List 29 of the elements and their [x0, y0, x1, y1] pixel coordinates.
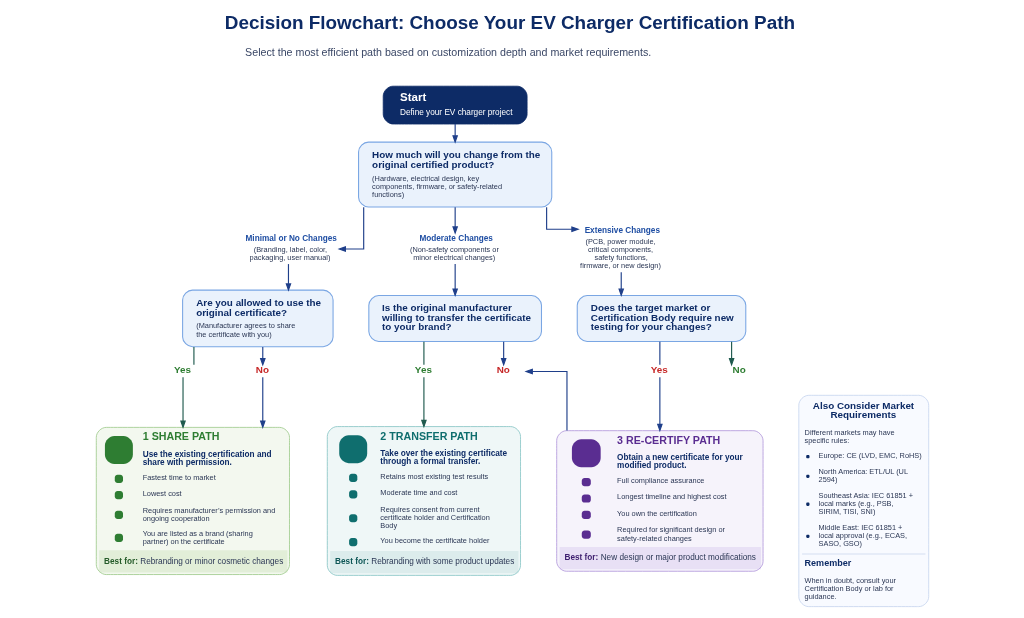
connector: [658, 341, 660, 366]
label: Select the most efficient path based on customization depth and market requirements.: [244, 46, 651, 59]
node-box: Start Define your EV charger project: [382, 85, 527, 125]
node-box: Does the target market or Certification Body require new testing for your changes?: [576, 294, 746, 342]
node-text: No: [732, 363, 746, 375]
arrow: [656, 376, 663, 433]
node-text: Yes: [173, 363, 191, 375]
node-box: Are you allowed to use the original certificate? (Manufacturer agrees to share the certificate with you): [181, 289, 334, 348]
node-box: Is the original manufacturer willing to transfer the certificate to your brand?: [367, 294, 542, 342]
arrow: [523, 368, 568, 432]
node-box: How much will you change from the original certified product? (Hardware, electrical design, key components, firmware, or safety-related functions): [357, 141, 552, 208]
node-text: Minimal or No Changes (Branding, label, color, packaging, user manual): [245, 234, 337, 263]
arrow: [451, 263, 458, 298]
arrow: [545, 206, 580, 233]
diagram-title: Decision Flowchart: Choose Your EV Charger Certification Path: [224, 11, 795, 33]
arrow: [259, 376, 266, 429]
connector: [192, 346, 194, 366]
node-text: Yes: [414, 363, 432, 375]
node-text: Extensive Changes (PCB, power module, critical components, safety functions, firmware, or new design): [579, 225, 661, 271]
node-text: No: [255, 363, 269, 375]
arrow: [420, 376, 427, 429]
arrow: [285, 263, 291, 292]
arrow: [179, 376, 186, 429]
connector: [422, 341, 424, 366]
node-text: Yes: [650, 363, 668, 375]
node-text: No: [496, 363, 510, 375]
node-text: Moderate Changes (Non-safety components or minor electrical changes): [409, 234, 499, 263]
arrow: [451, 206, 458, 235]
arrow: [337, 206, 364, 252]
